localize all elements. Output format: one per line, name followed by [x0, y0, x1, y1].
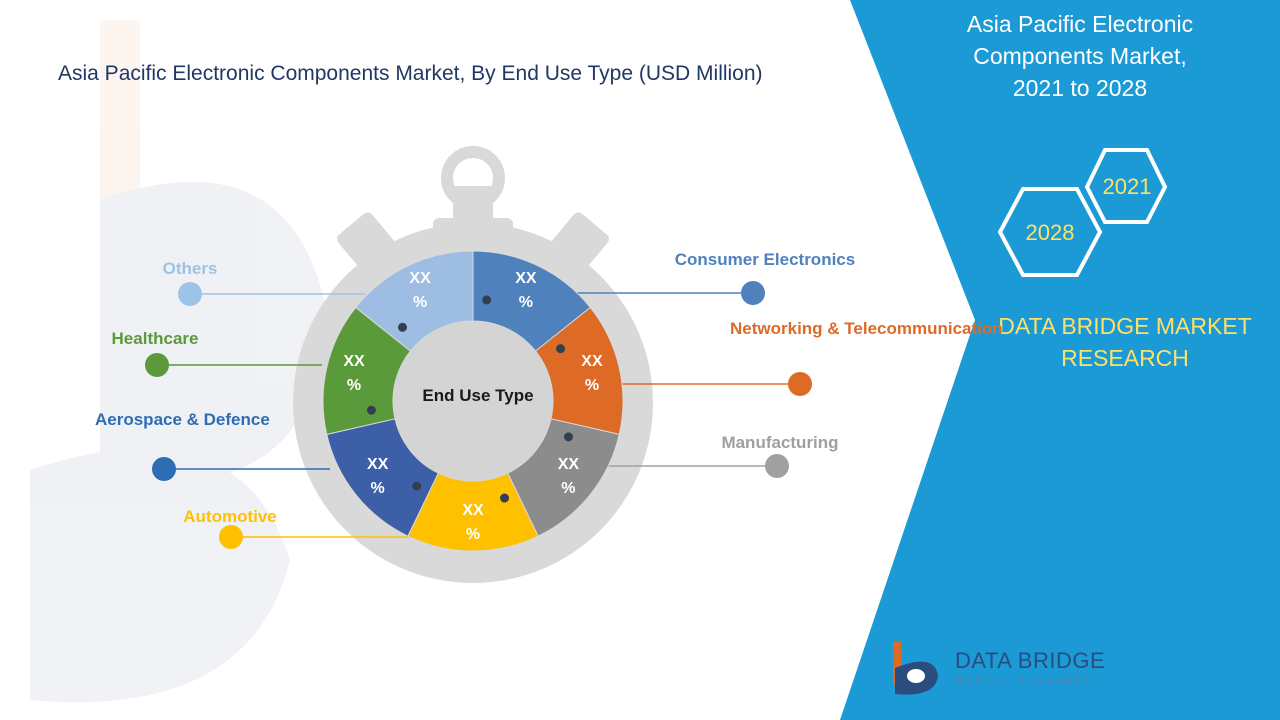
legend-markers — [145, 281, 812, 549]
legend-marker-automotive — [219, 525, 243, 549]
slice-dot — [556, 344, 566, 354]
legend-marker-consumer-electronics — [741, 281, 765, 305]
slice-dot — [563, 432, 573, 442]
market-title-line: Components Market, — [973, 43, 1187, 69]
legend-label-aerospace-and-defence: Aerospace & Defence — [95, 410, 270, 429]
market-period-title: Asia Pacific Electronic Components Marke… — [930, 8, 1230, 104]
donut-center — [393, 321, 553, 481]
slice-value-label: XX% — [557, 456, 580, 498]
logo-name: DATA BRIDGE — [955, 648, 1106, 673]
legend-label-automotive: Automotive — [183, 507, 277, 526]
slice-others — [355, 250, 474, 352]
brand-line: RESEARCH — [1061, 345, 1189, 371]
slice-value-label: XX% — [366, 456, 389, 498]
slice-dot — [412, 481, 422, 491]
slice-dots — [366, 295, 573, 503]
legend-label-healthcare: Healthcare — [111, 329, 199, 348]
legend-label-others: Others — [162, 259, 218, 278]
hexagon-2028-icon — [997, 187, 1103, 277]
legend-marker-manufacturing — [765, 454, 789, 478]
logo-icon — [893, 642, 938, 695]
legend-marker-others — [178, 282, 202, 306]
chart-title: Asia Pacific Electronic Components Marke… — [58, 62, 763, 85]
market-title-line: 2021 to 2028 — [1012, 75, 1148, 101]
watermark — [30, 20, 330, 703]
brand-line: DATA BRIDGE MARKET — [998, 313, 1252, 339]
slice-value-label: XX% — [515, 270, 537, 312]
slice-dot — [398, 322, 408, 332]
slice-value-label: XX% — [462, 502, 484, 543]
legend-label-consumer-electronics: Consumer Electronics — [674, 250, 856, 269]
brand-name: DATA BRIDGE MARKET RESEARCH — [985, 310, 1265, 374]
year-end-label: 2028 — [1025, 220, 1075, 245]
hexagon-2021-icon — [1084, 148, 1168, 224]
legend-label-manufacturing: Manufacturing — [721, 433, 839, 452]
center-label: End Use Type — [422, 386, 534, 405]
slice-dot — [500, 493, 510, 503]
slice-value-label: XX% — [343, 352, 365, 394]
slice-dot — [366, 405, 376, 415]
year-start-label: 2021 — [1102, 174, 1152, 199]
legend-marker-networking-and-telecommunication — [788, 372, 812, 396]
legend-label-networking-and-telecommunication: Networking & Telecommunication — [730, 319, 1003, 338]
logo-subtitle: MARKET RESEARCH — [955, 676, 1095, 685]
legend-marker-aerospace-and-defence — [152, 457, 176, 481]
slice-value-label: XX% — [581, 352, 603, 394]
slice-value-label: XX% — [409, 270, 431, 312]
market-title-line: Asia Pacific Electronic — [966, 11, 1194, 37]
legend-connectors — [157, 292, 800, 538]
donut-slices — [322, 250, 624, 552]
legend-marker-healthcare — [145, 353, 169, 377]
side-panel — [840, 0, 1280, 720]
slice-dot — [482, 295, 492, 305]
